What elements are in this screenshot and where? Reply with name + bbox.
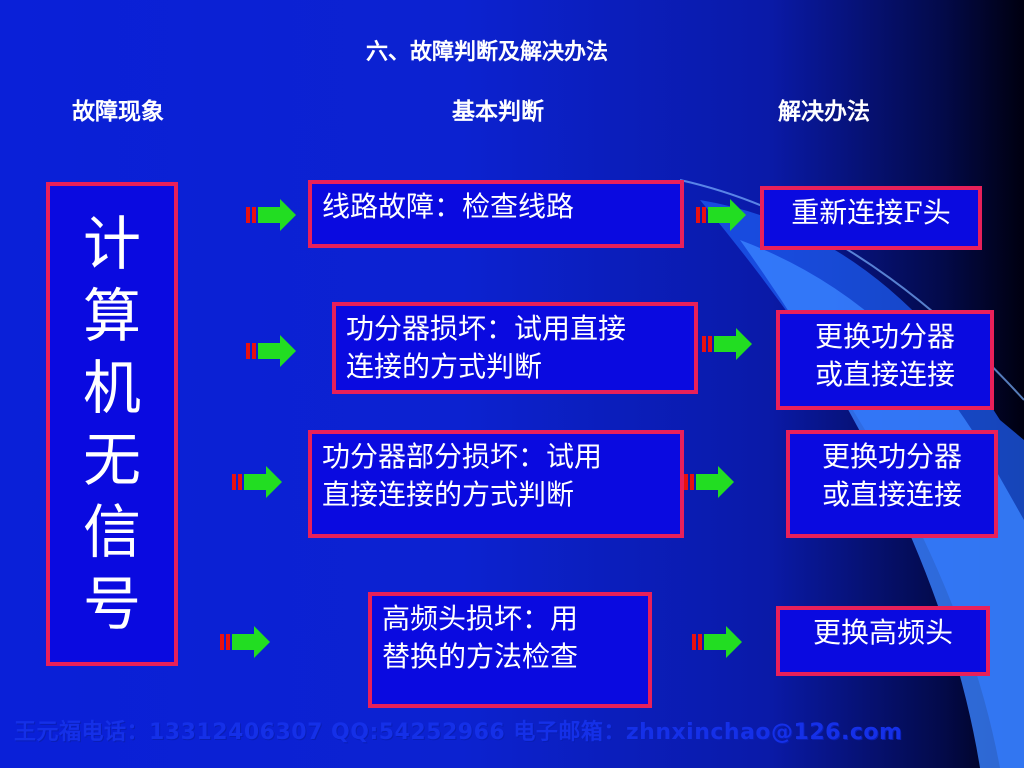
solution-text: 或直接连接 <box>814 358 955 391</box>
right-arrow-icon <box>220 626 270 658</box>
symptom-char: 号 <box>82 570 141 638</box>
judgment-text: 功分器损坏：试用直接 <box>346 312 627 345</box>
judgment-text: 线路故障：检查线路 <box>322 190 575 223</box>
judgment-text: 高频头损坏：用 <box>382 602 579 635</box>
symptom-char: 无 <box>82 426 141 494</box>
symptom-char: 信 <box>82 498 141 566</box>
symptom-char: 计 <box>82 210 141 278</box>
judgment-text: 连接的方式判断 <box>346 350 543 383</box>
judgment-box-1: 线路故障：检查线路 <box>308 180 684 248</box>
right-arrow-icon <box>232 466 282 498</box>
right-arrow-icon <box>692 626 742 658</box>
right-arrow-icon <box>246 335 296 367</box>
judgment-text: 直接连接的方式判断 <box>322 478 575 511</box>
solution-text: 或直接连接 <box>821 478 962 511</box>
symptom-char: 机 <box>82 354 141 422</box>
solution-text: 更换高频头 <box>812 616 953 649</box>
judgment-text: 替换的方法检查 <box>382 640 579 673</box>
judgment-box-2: 功分器损坏：试用直接 连接的方式判断 <box>332 302 698 394</box>
symptom-box: 计 算 机 无 信 号 <box>46 182 178 666</box>
solution-text: 重新连接F头 <box>791 196 951 229</box>
right-arrow-icon <box>246 199 296 231</box>
solution-text: 更换功分器 <box>821 440 962 473</box>
header-judgment: 基本判断 <box>452 99 544 125</box>
judgment-box-3: 功分器部分损坏：试用 直接连接的方式判断 <box>308 430 684 538</box>
judgment-text: 功分器部分损坏：试用 <box>322 440 603 473</box>
right-arrow-icon <box>702 328 752 360</box>
judgment-box-4: 高频头损坏：用 替换的方法检查 <box>368 592 652 708</box>
solution-box-4: 更换高频头 <box>776 606 990 676</box>
right-arrow-icon <box>696 199 746 231</box>
header-symptom: 故障现象 <box>72 99 164 125</box>
solution-box-1: 重新连接F头 <box>760 186 982 250</box>
slide-title: 六、故障判断及解决办法 <box>365 40 608 65</box>
solution-box-3: 更换功分器 或直接连接 <box>786 430 998 538</box>
solution-box-2: 更换功分器 或直接连接 <box>776 310 994 410</box>
symptom-char: 算 <box>82 282 141 350</box>
header-solution: 解决办法 <box>778 99 870 125</box>
footer-contact: 王元福电话：13312406307 QQ:54252966 电子邮箱：zhnxi… <box>14 720 903 745</box>
right-arrow-icon <box>684 466 734 498</box>
solution-text: 更换功分器 <box>814 320 955 353</box>
